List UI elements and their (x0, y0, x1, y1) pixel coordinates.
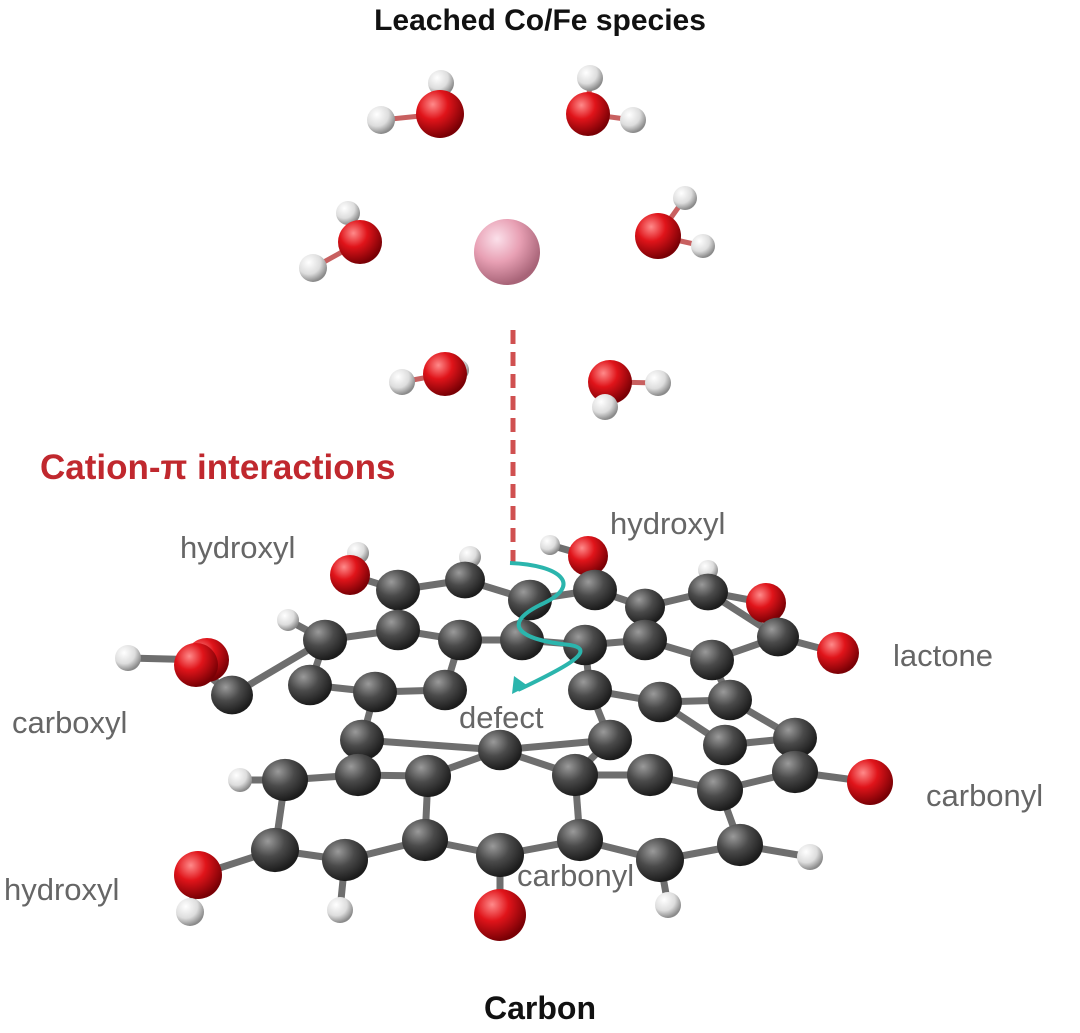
label-hydroxyl-bottom-left: hydroxyl (4, 872, 120, 907)
carbon-atom (717, 823, 763, 867)
species-title: Leached Co/Fe species (374, 4, 706, 37)
carbon-atom (353, 671, 397, 713)
label-lactone: lactone (893, 638, 993, 673)
hydrogen-atom (797, 844, 823, 870)
carbon-atom (438, 619, 482, 661)
carbon-atom (552, 753, 598, 797)
carbon-atom (697, 768, 743, 812)
carbon-atom (376, 569, 420, 611)
carbon-atom (573, 569, 617, 611)
atom-layer (115, 65, 893, 941)
bond (361, 736, 501, 754)
carbon-atom (636, 837, 684, 883)
oxygen-atom (568, 536, 608, 576)
defect-arrowhead (512, 676, 528, 694)
carbon-atom (423, 669, 467, 711)
carbon-atom (335, 753, 381, 797)
hydrogen-atom (691, 234, 715, 258)
hydrogen-atom (428, 70, 454, 96)
oxygen-atom (338, 220, 382, 264)
carbon-atom (303, 619, 347, 661)
carbon-atom (262, 758, 308, 802)
hydrogen-atom (655, 892, 681, 918)
defect-curve (509, 561, 583, 692)
carbon-atom (563, 624, 607, 666)
hydrogen-atom (336, 201, 360, 225)
hydrogen-atom (389, 369, 415, 395)
cation-pi-label: Cation-π interactions (40, 448, 396, 487)
oxygen-atom (817, 632, 859, 674)
hydrogen-atom (299, 254, 327, 282)
hydrogen-atom (673, 186, 697, 210)
carbon-atom (557, 818, 603, 862)
carbon-atom (588, 719, 632, 761)
carbon-atom (772, 750, 818, 794)
oxygen-atom (635, 213, 681, 259)
carbon-atom (500, 619, 544, 661)
label-hydroxyl-top-right: hydroxyl (610, 506, 726, 541)
label-carboxyl: carboxyl (12, 705, 128, 740)
label-carbonyl-right: carbonyl (926, 778, 1044, 813)
carbon-atom (402, 818, 448, 862)
hydrogen-atom (367, 106, 395, 134)
carbon-atom (623, 619, 667, 661)
carbon-atom (508, 579, 552, 621)
carbon-atom (445, 561, 485, 599)
carbon-atom (478, 729, 522, 771)
oxygen-atom (416, 90, 464, 138)
hydrogen-atom (176, 898, 204, 926)
label-carbonyl-bottom: carbonyl (517, 858, 635, 893)
carbon-atom (476, 832, 524, 878)
oxygen-atom (423, 352, 467, 396)
carbon-atom (568, 669, 612, 711)
carbon-atom (708, 679, 752, 721)
carbon-atom (627, 753, 673, 797)
carbon-atom (211, 675, 253, 715)
carbon-atom (322, 838, 368, 882)
carbon-atom (688, 573, 728, 611)
oxygen-atom (174, 851, 222, 899)
carbon-atom (638, 681, 682, 723)
hydrogen-atom (327, 897, 353, 923)
hydrogen-atom (592, 394, 618, 420)
carbon-atom (625, 588, 665, 626)
carbon-atom (703, 724, 747, 766)
hydrogen-atom (228, 768, 252, 792)
oxygen-atom (174, 643, 218, 687)
hydrogen-atom (645, 370, 671, 396)
oxygen-atom (474, 889, 526, 941)
hydrogen-atom (540, 535, 560, 555)
hydrogen-atom (277, 609, 299, 631)
oxygen-atom (746, 583, 786, 623)
oxygen-atom (847, 759, 893, 805)
hydrogen-atom (620, 107, 646, 133)
carbon-atom (757, 617, 799, 657)
carbon-atom (376, 609, 420, 651)
label-hydroxyl-top-left: hydroxyl (180, 530, 296, 565)
carbon-atom (773, 717, 817, 759)
carbon-title: Carbon (484, 990, 596, 1026)
metal-cation (474, 219, 540, 285)
carbon-atom (340, 719, 384, 761)
hydrogen-atom (115, 645, 141, 671)
oxygen-atom (588, 360, 632, 404)
oxygen-atom (330, 555, 370, 595)
carbon-atom (288, 664, 332, 706)
oxygen-atom (566, 92, 610, 136)
carbon-atom (251, 827, 299, 873)
carbon-atom (405, 754, 451, 798)
label-defect: defect (459, 700, 544, 735)
carbon-atom (690, 639, 734, 681)
hydrogen-atom (577, 65, 603, 91)
